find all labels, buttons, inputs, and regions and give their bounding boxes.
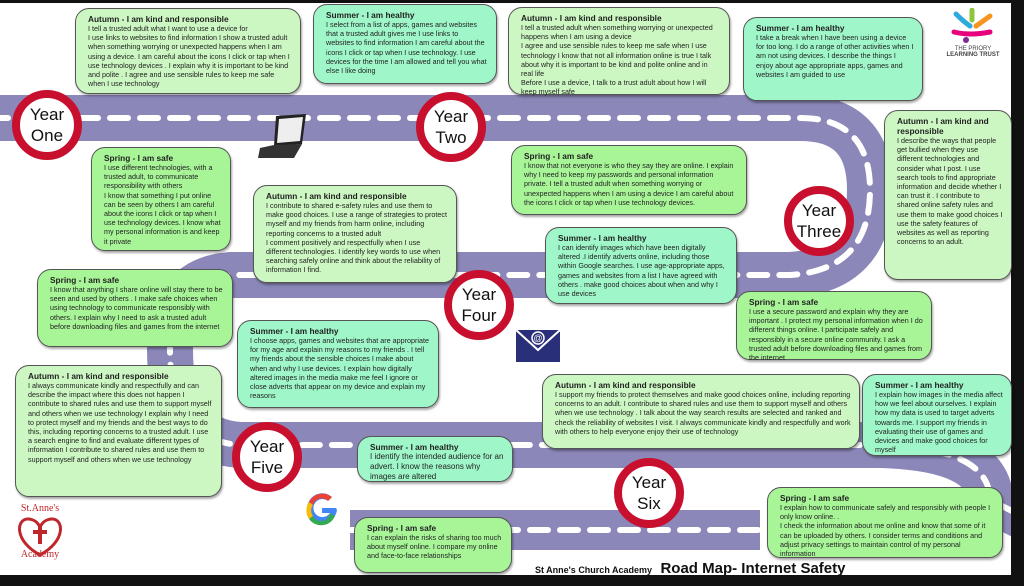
bubble-title: Summer - I am healthy: [250, 326, 339, 336]
bubble-text: I select from a list of apps, games and …: [326, 20, 487, 76]
main-title: Road Map- Internet Safety: [660, 560, 846, 577]
year-number: Three: [796, 222, 842, 241]
bubble-title: Autumn - I am kind and responsible: [266, 191, 407, 201]
bubble-text: I can identify images which have been di…: [558, 243, 725, 299]
bubble-text: I describe the ways that people get bull…: [897, 136, 1003, 247]
year-label: Year: [29, 105, 65, 124]
bubble-text: I use a secure password and explain why …: [749, 307, 923, 363]
year-label: Year: [433, 107, 469, 126]
bubble-text: I tell a trusted adult what I want to us…: [88, 24, 290, 89]
bubble-text: I support my friends to protect themselv…: [555, 390, 851, 436]
bubble-text: I contribute to shared e-safety rules an…: [266, 201, 447, 275]
bubble-title: Autumn - I am kind and responsible: [28, 371, 169, 381]
bubble-title: Summer - I am healthy: [875, 380, 964, 390]
bubble-text: I can explain the risks of sharing too m…: [367, 533, 502, 561]
laptop-icon: [258, 114, 306, 158]
year-number: Five: [250, 458, 284, 477]
bubble-title: Spring - I am safe: [367, 523, 437, 533]
bubble-title: Autumn - I am kind and responsible: [555, 380, 696, 390]
bubble-title: Summer - I am healthy: [756, 23, 845, 33]
year-label: Year: [801, 201, 837, 220]
school-logo-text: St.Anne's Academy: [20, 503, 60, 560]
year-label: Year: [631, 473, 667, 492]
bubble-title: Spring - I am safe: [50, 275, 120, 285]
year-number: Two: [435, 128, 467, 147]
year-number: Six: [637, 494, 661, 513]
trust-logo-text: THE PRIORY LEARNING TRUST: [935, 46, 1011, 58]
bubble-text: I know that not everyone is who they say…: [524, 161, 734, 207]
st-annes-academy-logo: [18, 517, 62, 557]
bubble-title: Summer - I am healthy: [558, 233, 647, 243]
bubble-title: Summer - I am healthy: [370, 442, 459, 452]
frame-top: [0, 0, 1024, 3]
trust-name-line2: LEARNING TRUST: [946, 52, 1000, 58]
bubble-title: Spring - I am safe: [780, 493, 850, 503]
google-icon: [300, 488, 344, 532]
bubble-text: I identify the intended audience for an …: [370, 452, 504, 481]
bubble-text: I explain how to communicate safely and …: [780, 503, 991, 559]
bubble-title: Autumn - I am kind and responsible: [897, 116, 989, 136]
school-name: St Anne's Church Academy: [535, 565, 652, 575]
year-number: One: [30, 126, 64, 145]
bubble-text: I know that anything I share online will…: [50, 285, 223, 331]
bubble-title: Spring - I am safe: [524, 151, 594, 161]
bubble-title: Summer - I am healthy: [326, 10, 415, 20]
bubble-title: Autumn - I am kind and responsible: [521, 13, 662, 23]
bubble-text: I take a break when I have been using a …: [756, 33, 914, 79]
svg-text:@: @: [533, 333, 542, 343]
bubble-text: I use different technologies, with a tru…: [104, 163, 221, 246]
bubble-text: I explain how images in the media affect…: [875, 390, 1003, 455]
bubble-title: Autumn - I am kind and responsible: [88, 14, 229, 24]
bubble-title: Spring - I am safe: [749, 297, 819, 307]
bubble-text: I tell a trusted adult when something wo…: [521, 23, 713, 97]
priory-trust-logo: [951, 8, 993, 43]
page-title: St Anne's Church Academy Road Map- Inter…: [535, 560, 845, 578]
bubble-text: I choose apps, games and websites that a…: [250, 336, 429, 401]
bubble-title: Spring - I am safe: [104, 153, 174, 163]
year-number: Four: [461, 306, 497, 325]
trust-name-line1: THE PRIORY: [954, 46, 992, 52]
email-envelope-icon: @: [515, 329, 561, 362]
year-label: Year: [461, 285, 497, 304]
bubble-text: I always communicate kindly and respectf…: [28, 381, 212, 464]
year-label: Year: [249, 437, 285, 456]
frame-bottom: [0, 575, 1024, 586]
frame-right: [1011, 0, 1024, 586]
